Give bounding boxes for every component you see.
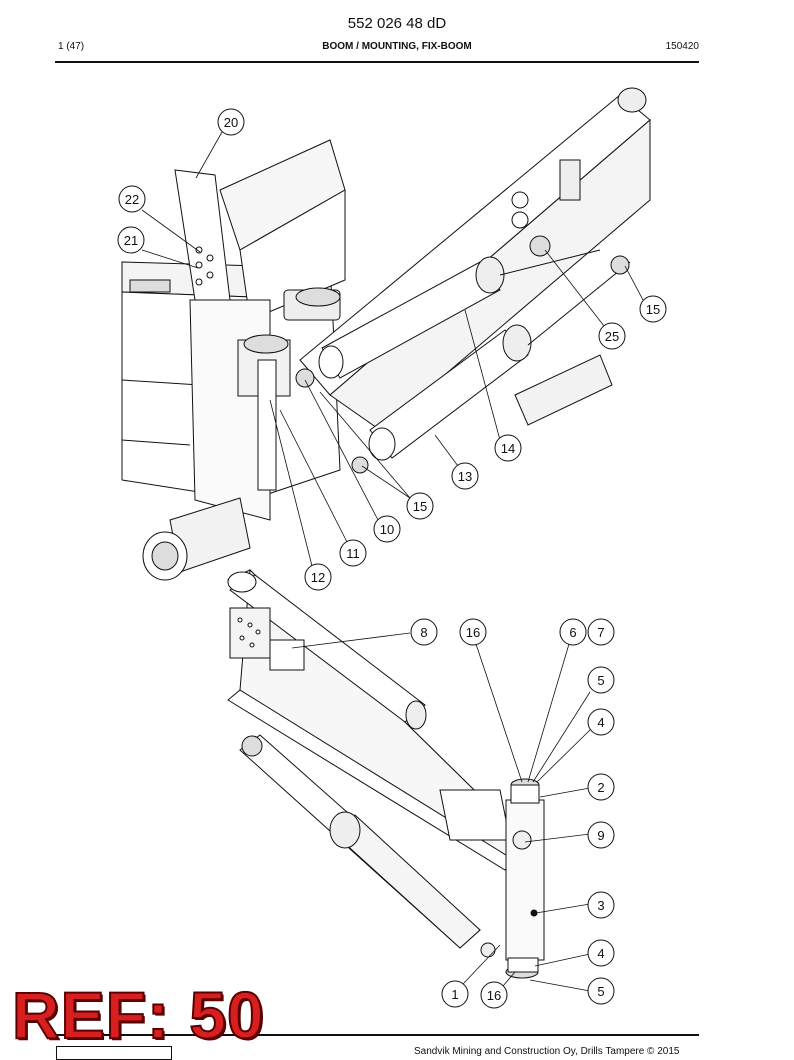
callout-label: 22 — [125, 192, 139, 207]
doc-number: 552 026 48 dD — [347, 15, 447, 32]
callout-label: 9 — [597, 828, 604, 843]
cylinder-lower — [351, 255, 631, 474]
rotary-actuator — [142, 497, 251, 581]
callout-label: 14 — [501, 441, 515, 456]
callout-label: 8 — [420, 625, 427, 640]
section-title: BOOM / MOUNTING, FIX-BOOM — [322, 41, 472, 52]
callout-label: 20 — [224, 115, 238, 130]
callout-label: 25 — [605, 329, 619, 344]
callout-label: 16 — [487, 988, 501, 1003]
copyright-text: Sandvik Mining and Construction Oy, Dril… — [414, 1046, 680, 1057]
pivot-housings — [237, 287, 341, 491]
lower-cylinder-bottom — [239, 734, 481, 949]
callout-label: 5 — [597, 673, 604, 688]
leader-lines — [141, 131, 644, 992]
lower-bracket — [480, 778, 545, 979]
mounting-bracket — [174, 139, 346, 521]
callout-label: 13 — [458, 469, 472, 484]
callout-label: 3 — [597, 898, 604, 913]
callout-label: 4 — [597, 715, 604, 730]
callout-label: 7 — [597, 625, 604, 640]
header-rule — [55, 61, 699, 63]
callout-label: 15 — [413, 499, 427, 514]
callout-label: 10 — [380, 522, 394, 537]
cylinder-upper — [295, 249, 601, 388]
callout-label: 6 — [569, 625, 576, 640]
callout-markers — [117, 108, 667, 1009]
callout-label: 4 — [597, 946, 604, 961]
callout-label: 15 — [646, 302, 660, 317]
callout-label: 16 — [466, 625, 480, 640]
page-number: 1 (47) — [58, 41, 85, 52]
callout-label: 2 — [597, 780, 604, 795]
date-code: 150420 — [665, 41, 699, 52]
callout-label: 5 — [597, 984, 604, 999]
callout-label: 12 — [311, 570, 325, 585]
parts-drawing: 20 22 21 15 25 14 13 15 10 11 12 8 16 6 … — [117, 87, 667, 1009]
callout-label: 11 — [346, 546, 360, 561]
sandvik-logo-icon — [56, 1046, 172, 1060]
ref-stamp: REF: 50 — [11, 978, 265, 1052]
lower-cylinder-top — [227, 571, 427, 730]
valve-block — [229, 607, 305, 671]
boom-side-plate — [511, 159, 613, 426]
callout-label: 21 — [124, 233, 138, 248]
callout-label: 1 — [451, 987, 458, 1002]
footer-rule — [55, 1034, 699, 1036]
